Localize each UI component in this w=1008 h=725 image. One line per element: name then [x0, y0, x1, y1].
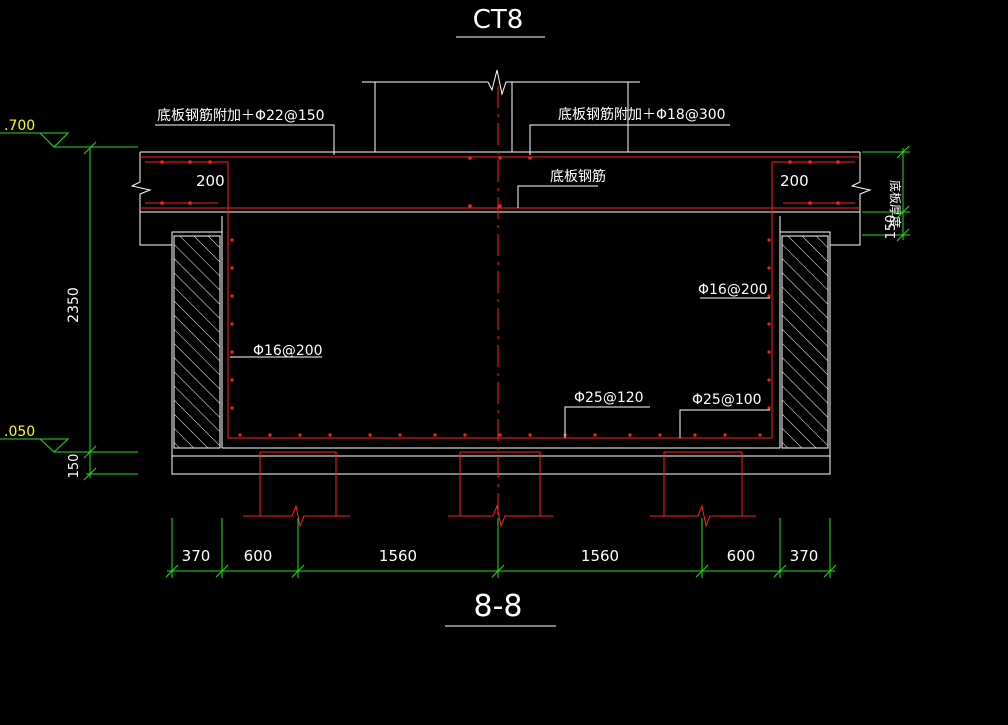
drawing-title: CT8: [473, 5, 524, 35]
section-title: 8-8: [474, 589, 523, 624]
piles: [243, 451, 756, 528]
pier-above: [362, 69, 640, 152]
wall-rebar-right-label: Φ16@200: [698, 282, 768, 298]
dim-200-left: 200: [196, 172, 225, 190]
right-wall-hatch: [781, 235, 829, 449]
wall-rebar-left-label: Φ16@200: [253, 343, 323, 359]
concrete-outline: [130, 151, 872, 475]
dim-bottom-1: 370: [182, 547, 211, 565]
bottom-rebar-right-label: Φ25@100: [692, 392, 762, 408]
dim-2350: 2350: [66, 287, 82, 323]
elevation-bottom-text: .050: [4, 424, 35, 440]
bottom-rebar-mid-label: Φ25@120: [574, 390, 644, 406]
vertical-dimension-right: 150: [862, 145, 910, 242]
dim-150-right: 150: [884, 215, 899, 240]
bottom-dimension-chain: [165, 518, 837, 578]
leader-lines: [155, 124, 770, 438]
slab-rebar-label: 底板钢筋: [550, 168, 606, 185]
rebar-dots: [160, 156, 840, 437]
dim-bottom-6: 370: [790, 547, 819, 565]
left-wall-hatch: [173, 235, 221, 449]
dim-150-left: 150: [67, 454, 82, 479]
vertical-dimension-left: 2350 150: [66, 141, 138, 481]
rebar-add-left-label: 底板钢筋附加＋Φ22@150: [157, 107, 325, 124]
elevation-top-text: .700: [4, 118, 35, 134]
elevation-top: .700: [0, 118, 138, 148]
rebar-lines: [140, 86, 860, 545]
dim-bottom-2: 600: [244, 547, 273, 565]
dim-200-right: 200: [780, 172, 809, 190]
dim-bottom-3: 1560: [379, 547, 417, 565]
dim-bottom-4: 1560: [581, 547, 619, 565]
elevation-bottom: .050: [0, 424, 138, 453]
dim-bottom-5: 600: [727, 547, 756, 565]
rebar-add-right-label: 底板钢筋附加＋Φ18@300: [558, 106, 726, 123]
